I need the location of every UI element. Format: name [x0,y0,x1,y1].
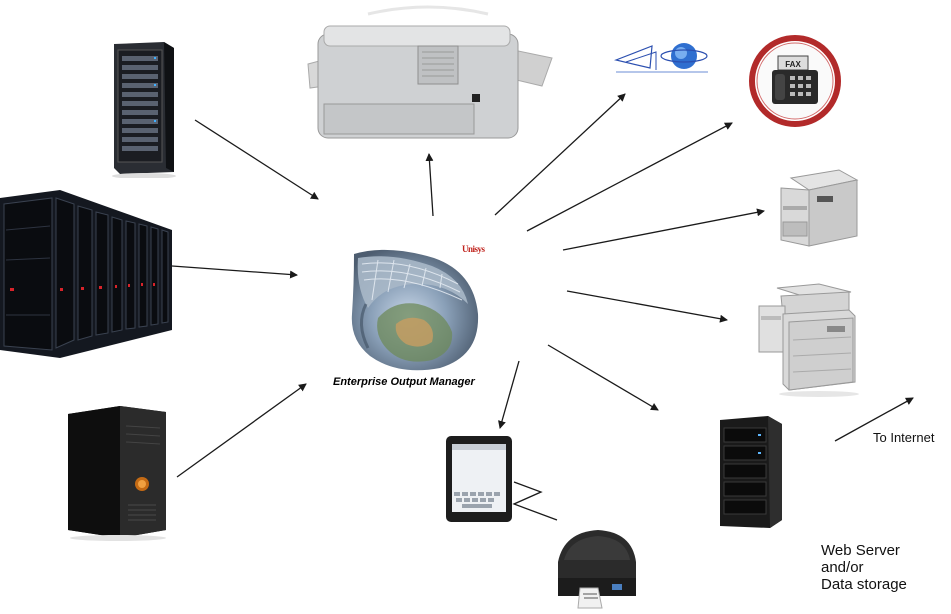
web-server-caption-line-1: Web Server [821,542,900,559]
tablet-device [446,436,512,522]
arrow-eom-to-copier [566,290,728,323]
arrow-eom-to-fax [526,122,733,232]
office-printer [780,169,859,247]
multifunction-copier [758,283,859,397]
blade-server-cluster [0,190,172,358]
rack-server [112,42,176,178]
arrow-desktop-to-eom [176,383,307,478]
web-server-caption-line-2: and/or [821,559,864,576]
desktop-tower [68,406,166,541]
arrow-eom-to-laser-printer [425,153,434,217]
arrow-eom-to-internet-email [494,93,626,216]
web-server-storage [720,416,782,528]
web-server-caption-line-3: Data storage [821,576,907,593]
svg-text:FAX: FAX [785,60,801,69]
arrow-to-internet [834,397,914,442]
label-printer [558,530,636,609]
arrow-eom-to-office-printer [562,208,765,251]
arrow-eom-to-tablet [498,360,520,429]
zigzag-tablet-to-label-printer [512,481,558,521]
arrow-rack-server-to-eom [194,119,319,200]
unisys-brand-logo: Unisys [462,244,485,254]
internet-email-globe [613,43,708,73]
eom-caption: Enterprise Output Manager [333,376,475,388]
to-internet-label: To Internet [873,430,935,445]
arrow-blade-cluster-to-eom [171,265,298,279]
web-server-caption: Web Server and/or Data storage [821,542,907,593]
arrow-eom-to-web-server [547,344,659,411]
fax-machine: FAX [749,35,841,127]
laser-printer [307,5,553,139]
enterprise-output-manager-emblem [351,249,479,371]
